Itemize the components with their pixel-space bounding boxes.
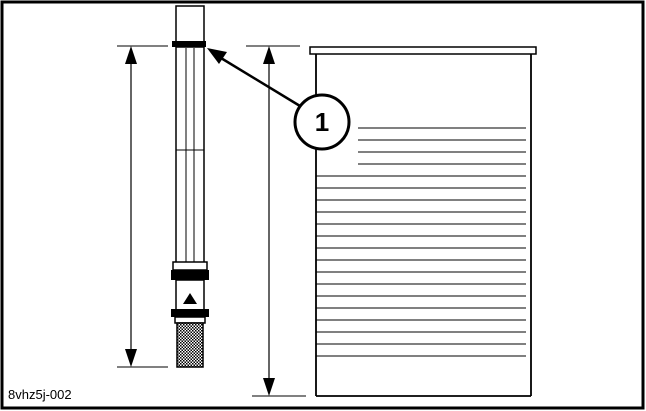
figure-id: 8vhz5j-002 [8, 387, 72, 402]
tube-marker-band [172, 41, 206, 47]
tube-strainer [176, 322, 204, 368]
callout-circle-icon [293, 93, 351, 151]
drum-dim-arrow-up-icon [263, 46, 275, 64]
tube-upper-segment [175, 5, 205, 43]
tube-coupling-nut [171, 270, 209, 280]
tube-coupling-lower [171, 309, 209, 317]
drum-walls [315, 54, 532, 396]
tube-coupling-ring [174, 316, 206, 324]
tube-dim-arrow-down-icon [125, 349, 137, 367]
callout-leader-line [215, 53, 301, 108]
pickup-tube [171, 5, 209, 368]
drum-height-dimension [246, 45, 306, 397]
callout: 1 [207, 48, 351, 151]
drum-lid-rim [309, 46, 537, 55]
drum-stripes [316, 127, 526, 357]
tube-body [175, 46, 205, 264]
leader-arrow-icon [207, 48, 227, 64]
check-valve-arrow-icon [183, 293, 197, 304]
callout-label: 1 [315, 107, 329, 137]
drum [309, 46, 537, 397]
tube-length-dimension [117, 45, 168, 368]
drum-dim-arrow-down-icon [263, 378, 275, 396]
tube-dim-arrow-up-icon [125, 46, 137, 64]
tube-coupling-top [172, 261, 208, 271]
